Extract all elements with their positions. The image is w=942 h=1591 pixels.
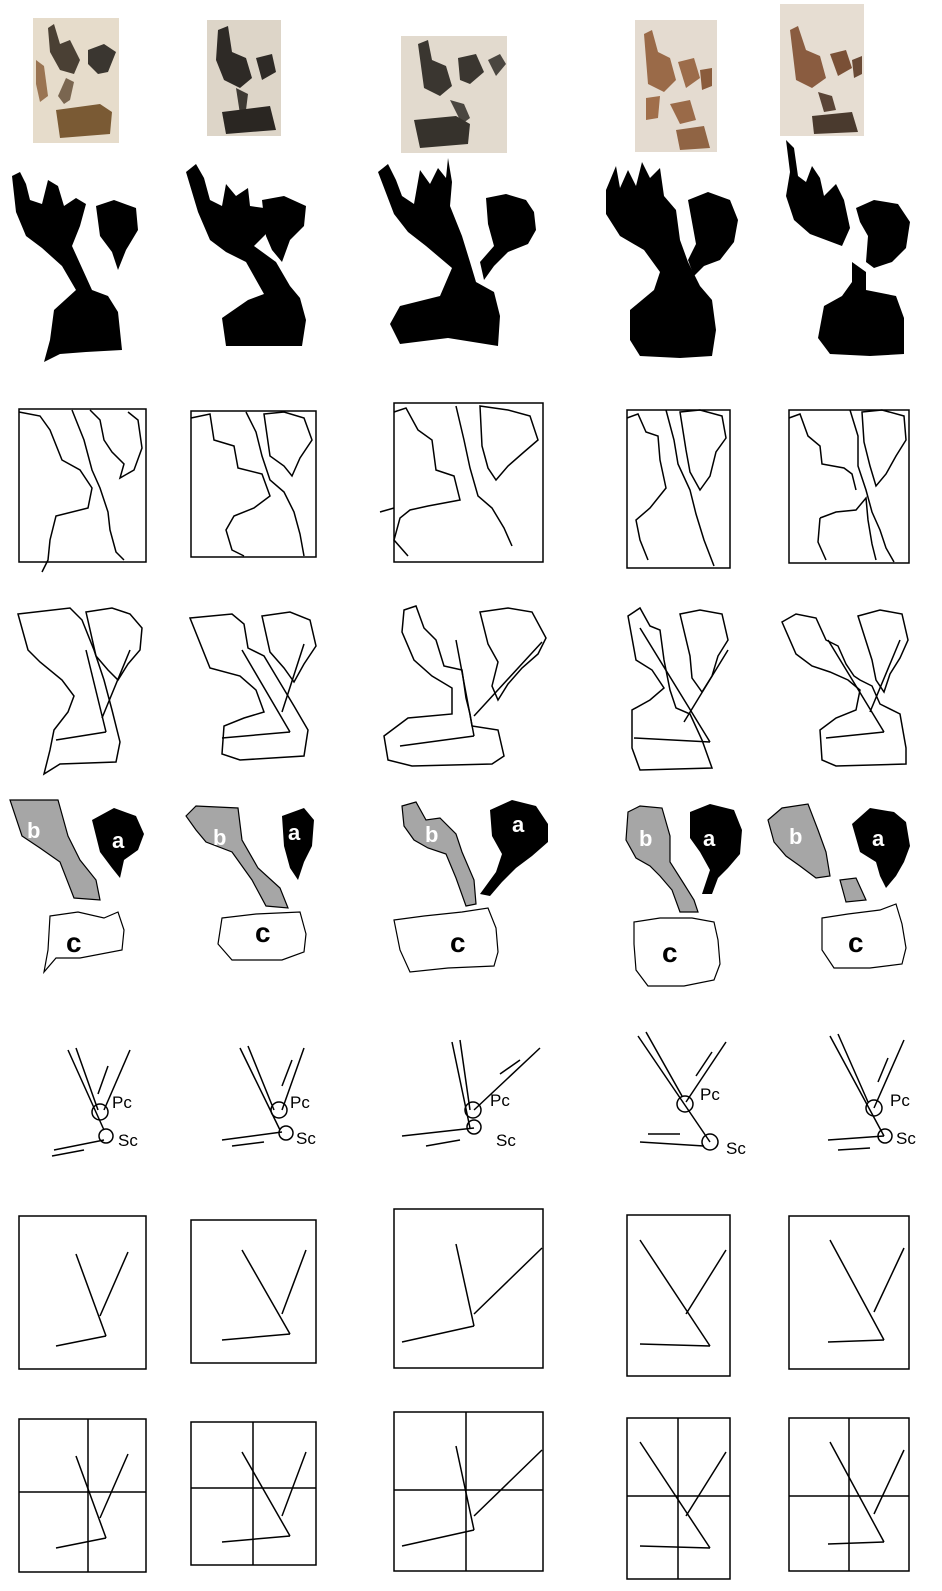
- contour-boxed-2: [191, 411, 316, 557]
- binary-glyph-2: [186, 164, 306, 346]
- point-label-sc: Sc: [496, 1131, 516, 1150]
- region-label-c: c: [450, 927, 466, 958]
- region-label-b: b: [27, 818, 40, 843]
- contour-boxed-4: [627, 410, 730, 568]
- original-crop-4: [635, 20, 717, 152]
- point-label-sc: Sc: [726, 1139, 746, 1158]
- region-label-b: b: [639, 826, 652, 851]
- point-label-sc: Sc: [296, 1129, 316, 1148]
- point-label-pc: Pc: [112, 1093, 132, 1112]
- skeleton-boxed-4: [627, 1215, 730, 1376]
- contour-skeleton-5: [782, 610, 908, 766]
- skeleton-boxed-1: [19, 1216, 146, 1369]
- region-label-c: c: [255, 917, 271, 948]
- point-label-pc: Pc: [890, 1091, 910, 1110]
- contour-skeleton-3: [384, 606, 546, 766]
- contour-skeleton-2: [190, 612, 316, 760]
- segmented-regions-4: b a c: [626, 804, 742, 986]
- region-label-a: a: [872, 826, 885, 851]
- direction-vectors-1: Pc Sc: [52, 1048, 138, 1156]
- skeleton-grid-3: [394, 1412, 543, 1571]
- point-label-pc: Pc: [490, 1091, 510, 1110]
- original-crop-5: [780, 4, 864, 136]
- region-label-b: b: [425, 822, 438, 847]
- column-4: b a c Pc Sc: [606, 20, 746, 1579]
- direction-vectors-2: Pc Sc: [222, 1046, 316, 1148]
- skeleton-grid-2: [191, 1422, 316, 1565]
- skeleton-boxed-3: [394, 1209, 543, 1368]
- skeleton-boxed-2: [191, 1220, 316, 1363]
- contour-skeleton-1: [18, 608, 142, 774]
- column-2: b a c Pc Sc: [186, 20, 316, 1565]
- binary-glyph-3: [378, 158, 536, 346]
- region-label-a: a: [288, 820, 301, 845]
- region-label-c: c: [66, 927, 82, 958]
- contour-boxed-3: [380, 403, 543, 562]
- binary-glyph-1: [12, 172, 138, 362]
- direction-vectors-4: Pc Sc: [638, 1032, 746, 1158]
- binary-glyph-5: [786, 140, 910, 356]
- direction-vectors-5: Pc Sc: [828, 1034, 916, 1150]
- segmented-regions-3: b a c: [394, 800, 548, 972]
- point-label-sc: Sc: [896, 1129, 916, 1148]
- region-label-a: a: [512, 812, 525, 837]
- region-label-a: a: [703, 826, 716, 851]
- region-label-c: c: [662, 937, 678, 968]
- original-crop-2: [207, 20, 281, 136]
- region-label-b: b: [213, 825, 226, 850]
- column-3: b a c Pc Sc: [378, 36, 548, 1571]
- direction-vectors-3: Pc Sc: [402, 1040, 540, 1150]
- point-label-pc: Pc: [290, 1093, 310, 1112]
- binary-glyph-4: [606, 162, 738, 358]
- contour-skeleton-4: [628, 608, 728, 770]
- original-crop-3: [401, 36, 507, 153]
- column-1: b a c Pc Sc: [10, 18, 146, 1572]
- skeleton-grid-5: [789, 1418, 909, 1571]
- region-label-a: a: [112, 828, 125, 853]
- column-5: b a c Pc Sc: [768, 4, 916, 1571]
- contour-boxed-1: [19, 409, 146, 572]
- original-crop-1: [33, 18, 119, 143]
- segmented-regions-2: b a c: [186, 806, 314, 960]
- segmented-regions-5: b a c: [768, 804, 910, 968]
- region-label-b: b: [789, 824, 802, 849]
- contour-boxed-5: [789, 410, 909, 563]
- skeleton-grid-4: [627, 1418, 730, 1579]
- point-label-sc: Sc: [118, 1131, 138, 1150]
- segmented-regions-1: b a c: [10, 800, 144, 972]
- skeleton-boxed-5: [789, 1216, 909, 1369]
- skeleton-grid-1: [19, 1419, 146, 1572]
- region-label-c: c: [848, 927, 864, 958]
- point-label-pc: Pc: [700, 1085, 720, 1104]
